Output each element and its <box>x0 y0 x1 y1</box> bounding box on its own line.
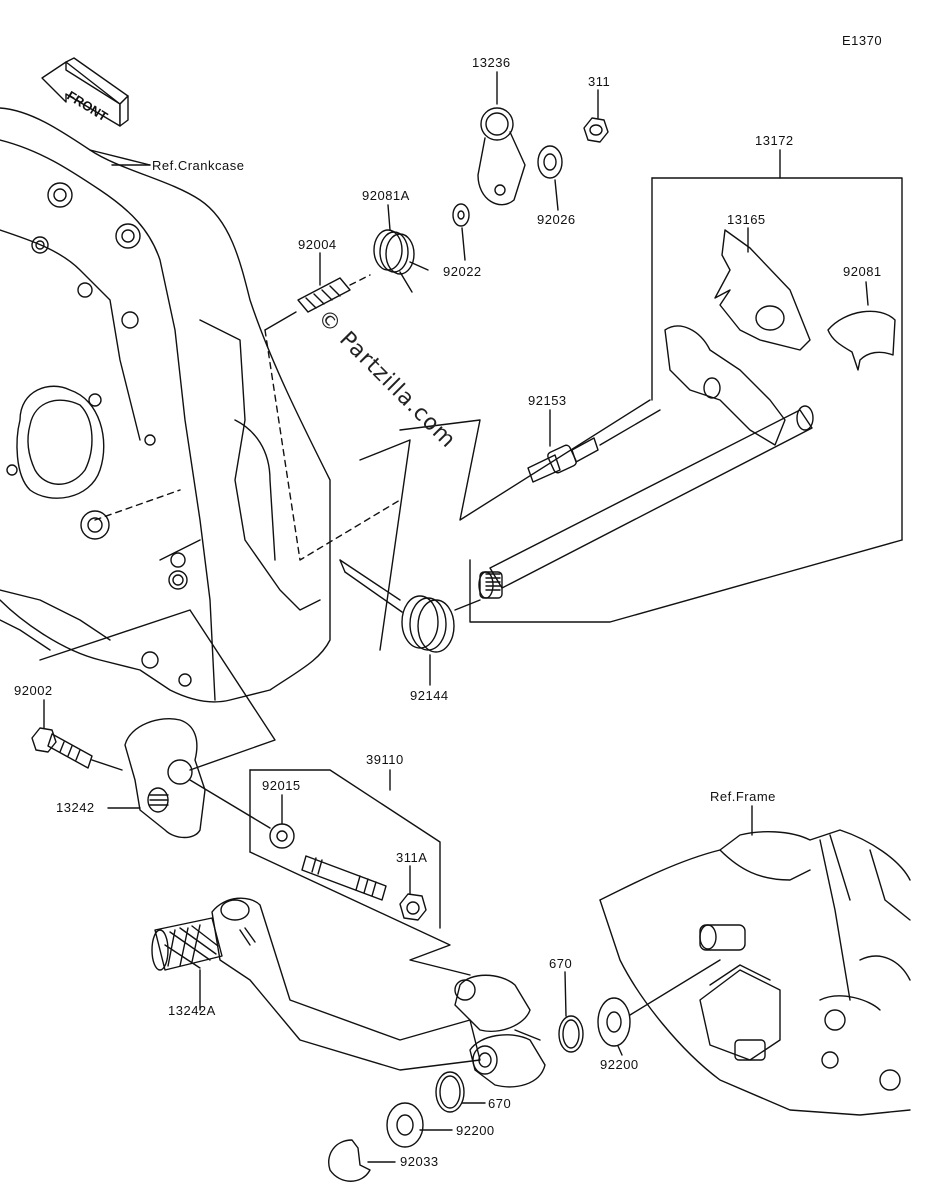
front-arrow-icon: FRONT <box>42 58 128 126</box>
part-92033-label[interactable]: 92033 <box>400 1154 439 1169</box>
ref-frame-label: Ref.Frame <box>710 789 776 804</box>
part-92015-label[interactable]: 92015 <box>262 778 301 793</box>
part-39110-label[interactable]: 39110 <box>366 752 404 767</box>
part-670-label-upper[interactable]: 670 <box>549 956 573 971</box>
part-92002-drawing <box>32 728 92 768</box>
part-92002-label[interactable]: 92002 <box>14 683 53 698</box>
part-92153-drawing <box>528 438 598 482</box>
part-13242A-label[interactable]: 13242A <box>168 1003 216 1018</box>
part-13172-label[interactable]: 13172 <box>755 133 794 148</box>
part-92200-label-lower[interactable]: 92200 <box>456 1123 495 1138</box>
part-92081-label[interactable]: 92081 <box>843 264 882 279</box>
part-13236-drawing <box>478 108 525 205</box>
part-92144-label[interactable]: 92144 <box>410 688 449 703</box>
part-13236-label[interactable]: 13236 <box>472 55 511 70</box>
part-670-label-lower[interactable]: 670 <box>488 1096 512 1111</box>
part-92153-label[interactable]: 92153 <box>528 393 567 408</box>
ref-crankcase-label: Ref.Crankcase <box>152 158 245 173</box>
part-pivot-drawing <box>455 975 545 1087</box>
part-311A-drawing <box>400 894 426 920</box>
part-13165-drawing <box>715 230 810 350</box>
part-92081A-label[interactable]: 92081A <box>362 188 410 203</box>
diagram-code: E1370 <box>842 33 883 48</box>
part-92200-label-right[interactable]: 92200 <box>600 1057 639 1072</box>
part-311A-label[interactable]: 311A <box>396 850 428 865</box>
part-92081-drawing <box>828 311 895 370</box>
part-13172-drawing <box>479 326 813 598</box>
part-92022-label[interactable]: 92022 <box>443 264 482 279</box>
part-92033-drawing <box>329 1140 370 1181</box>
part-311-drawing <box>584 118 608 142</box>
part-92026-label[interactable]: 92026 <box>537 212 576 227</box>
part-92004-drawing <box>298 278 350 312</box>
part-92026-drawing <box>538 146 562 178</box>
part-13242-drawing <box>125 719 205 838</box>
part-670-drawing <box>436 1016 583 1112</box>
part-13165-label[interactable]: 13165 <box>727 212 766 227</box>
part-rod-drawing <box>302 856 386 900</box>
part-92144-drawing <box>340 560 454 652</box>
part-13242-label[interactable]: 13242 <box>56 800 95 815</box>
part-92200-drawing <box>387 998 630 1147</box>
part-92022-drawing <box>453 204 469 226</box>
part-311-label[interactable]: 311 <box>588 74 611 89</box>
part-92081A-drawing <box>374 230 428 292</box>
frame-drawing <box>600 830 910 1115</box>
part-92004-label[interactable]: 92004 <box>298 237 337 252</box>
part-92015-drawing <box>270 824 294 848</box>
crankcase-drawing <box>0 108 330 702</box>
part-13242A-drawing <box>152 898 480 1070</box>
